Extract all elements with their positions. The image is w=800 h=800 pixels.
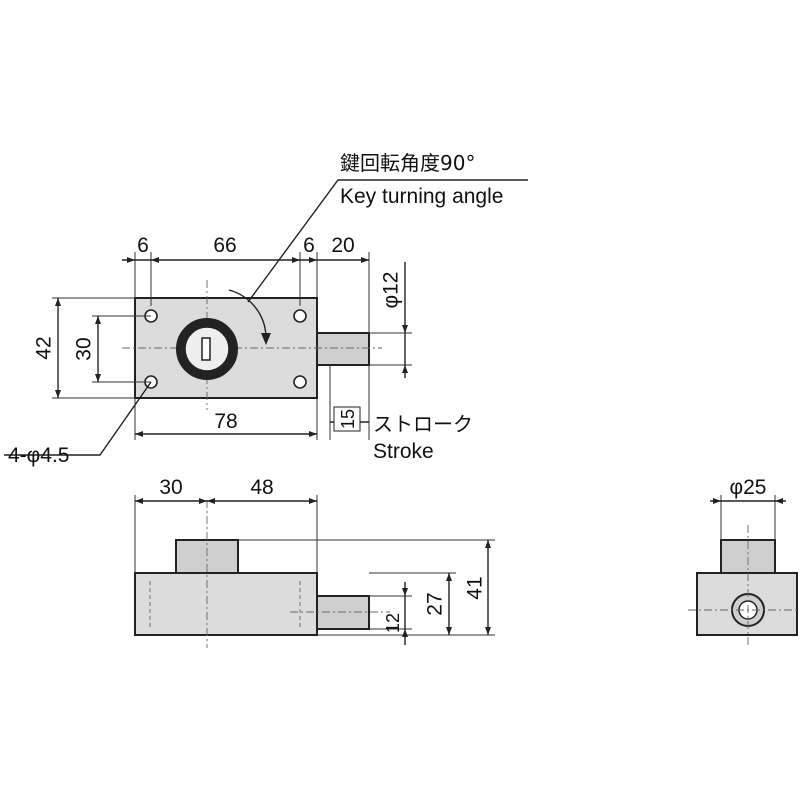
key-angle-label-en: Key turning angle xyxy=(340,185,503,208)
side-view-body xyxy=(134,572,318,636)
arrowhead xyxy=(55,390,61,398)
dim-label-27: 27 xyxy=(424,592,447,615)
dim-label-66: 66 xyxy=(213,234,236,257)
stroke-label-jp: ストローク xyxy=(373,412,473,436)
arrowhead xyxy=(309,498,317,504)
end-diameter-label: φ25 xyxy=(730,476,767,499)
mount-hole-leader xyxy=(4,381,152,456)
arrowhead xyxy=(309,257,317,263)
arrowhead xyxy=(95,316,101,324)
dim-label-side-48: 48 xyxy=(250,476,273,499)
arrowhead xyxy=(95,374,101,382)
key-angle-leader xyxy=(247,179,528,303)
side-view xyxy=(134,500,390,648)
arrowhead xyxy=(402,629,408,637)
arrowhead xyxy=(402,325,408,333)
dim-label-12: 12 xyxy=(383,613,403,633)
arrowhead xyxy=(292,257,300,263)
stroke-label-en: Stroke xyxy=(373,440,434,463)
dim-label-42: 42 xyxy=(33,336,56,359)
key-slot xyxy=(201,337,211,361)
arrowhead xyxy=(151,257,159,263)
front-view-bolt xyxy=(316,332,370,366)
arrowhead xyxy=(446,573,452,581)
arrowhead xyxy=(485,540,491,548)
arrowhead xyxy=(309,431,317,437)
bolt-diameter-label: φ12 xyxy=(380,272,403,309)
dim-label-6-left: 6 xyxy=(137,234,149,257)
dim-label-20: 20 xyxy=(331,234,354,257)
arrowhead xyxy=(713,498,721,504)
bolt-diameter-dimension xyxy=(369,262,412,378)
front-view xyxy=(122,280,382,410)
stroke-value-box xyxy=(333,406,361,432)
arrowhead xyxy=(127,257,135,263)
dim-label-side-30: 30 xyxy=(159,476,182,499)
arrowhead xyxy=(446,627,452,635)
key-turn-arc xyxy=(228,289,267,338)
side-top-dimensions xyxy=(134,495,318,573)
arrowhead xyxy=(207,498,215,504)
mount-holes-label: 4-φ4.5 xyxy=(8,444,69,467)
arrowhead xyxy=(55,298,61,306)
arrowhead xyxy=(485,627,491,635)
key-angle-label-jp: 鍵回転角度90° xyxy=(340,151,475,175)
dim-label-41: 41 xyxy=(464,576,487,599)
arrowhead xyxy=(402,588,408,596)
arrowhead xyxy=(135,431,143,437)
dim-label-78: 78 xyxy=(214,410,237,433)
arrowhead xyxy=(199,498,207,504)
arrowhead xyxy=(135,498,143,504)
side-right-dimensions xyxy=(238,539,495,645)
end-view xyxy=(688,495,800,648)
stroke-value-label: 15 xyxy=(338,409,358,429)
key-turn-arrowhead xyxy=(261,333,271,345)
side-view-bolt xyxy=(316,595,370,630)
stroke-dimension xyxy=(329,365,370,440)
arrowhead xyxy=(775,498,783,504)
arrowhead xyxy=(361,257,369,263)
front-left-dimensions xyxy=(52,297,151,399)
dim-label-30-vertical: 30 xyxy=(73,337,96,360)
front-top-dimensions xyxy=(122,252,370,333)
mounting-hole-bottom-right xyxy=(293,375,307,389)
dim-label-6-right: 6 xyxy=(303,234,315,257)
mounting-hole-top-right xyxy=(293,309,307,323)
arrowhead xyxy=(402,365,408,373)
